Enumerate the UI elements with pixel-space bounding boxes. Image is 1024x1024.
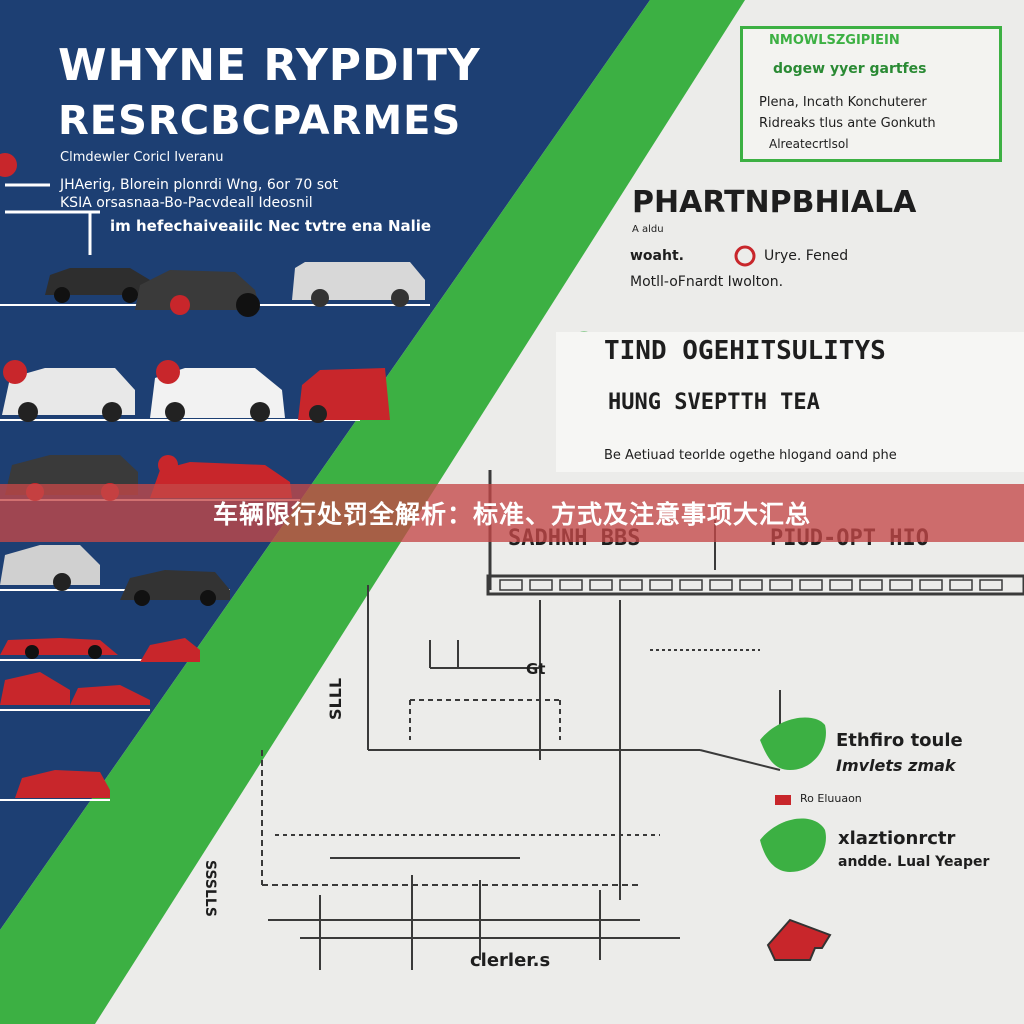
legend-2-sub: andde. Lual Yeaper (838, 854, 990, 870)
car-row-4 (0, 545, 230, 606)
right-row1-left: woaht. (630, 248, 684, 264)
diagram-caption: clerler.s (470, 950, 551, 971)
car-row-6 (15, 770, 110, 798)
left-subtitle: Clmdewler Coricl Iveranu (60, 150, 224, 165)
legend-1-title: Ethfiro toule (836, 730, 963, 751)
feature-card: TIND OGEHITSULITYS HUNG SVEPTTH TEA Be A… (556, 332, 1024, 472)
info-box-line1: Plena, Incath Konchuterer (759, 95, 927, 110)
banner-title: 车辆限行处罚全解析：标准、方式及注意事项大汇总 (212, 500, 811, 529)
info-box: NMOWLSZGIPIEIN dogew yyer gartfes Plena,… (740, 26, 1002, 162)
title-banner: 车辆限行处罚全解析：标准、方式及注意事项大汇总 (0, 484, 1024, 542)
left-title-line2: RESRCBCPARMES (58, 98, 462, 144)
diagram-axis-label-2: SSSLLS (202, 860, 218, 917)
legend-small: Ro Eluuaon (800, 792, 862, 805)
legend-1-sub: Imvlets zmak (836, 756, 956, 775)
car-row-1 (0, 153, 425, 317)
card-line1: TIND OGEHITSULITYS (604, 336, 886, 366)
right-heading: PHARTNPBHIALA (632, 185, 917, 220)
left-paragraph-line1: JHAerig, Blorein plonrdi Wng, 6or 70 sot (60, 177, 339, 193)
house-icon (766, 918, 832, 961)
car-row-5 (0, 638, 200, 705)
left-paragraph-line3: im hefechaiveaiilc Nec tvtre ena Nalie (110, 217, 432, 235)
card-line3: Be Aetiuad teorlde ogethe hlogand oand p… (604, 448, 897, 463)
left-paragraph-line2: KSIA orsasnaa-Bo-Pacvdeall Ideosnil (60, 195, 313, 211)
info-box-header: NMOWLSZGIPIEIN (769, 33, 900, 48)
left-title-line1: WHYNE RYPDITY (58, 40, 481, 91)
right-row2: Motll-oFnardt Iwolton. (630, 274, 784, 290)
red-circle-icon (734, 245, 756, 267)
right-row1-right: Urye. Fened (764, 248, 849, 264)
info-box-subtitle: dogew yyer gartfes (773, 61, 927, 77)
diagram-lines (261, 470, 1024, 970)
info-box-line3: Alreatecrtlsol (769, 137, 849, 151)
leaf-icon-2 (760, 818, 826, 872)
info-box-line2: Ridreaks tlus ante Gonkuth (759, 116, 936, 131)
leaf-icon-1 (760, 717, 826, 770)
small-red-icon (775, 795, 791, 805)
car-row-2 (2, 360, 390, 423)
card-line2: HUNG SVEPTTH TEA (608, 390, 820, 415)
diagram-label-gt: Gt (526, 660, 546, 678)
legend-2-title: xlaztionrctr (838, 828, 956, 849)
diagram-axis-label: SLLL (326, 677, 345, 720)
right-small-note: A aldu (632, 224, 664, 235)
